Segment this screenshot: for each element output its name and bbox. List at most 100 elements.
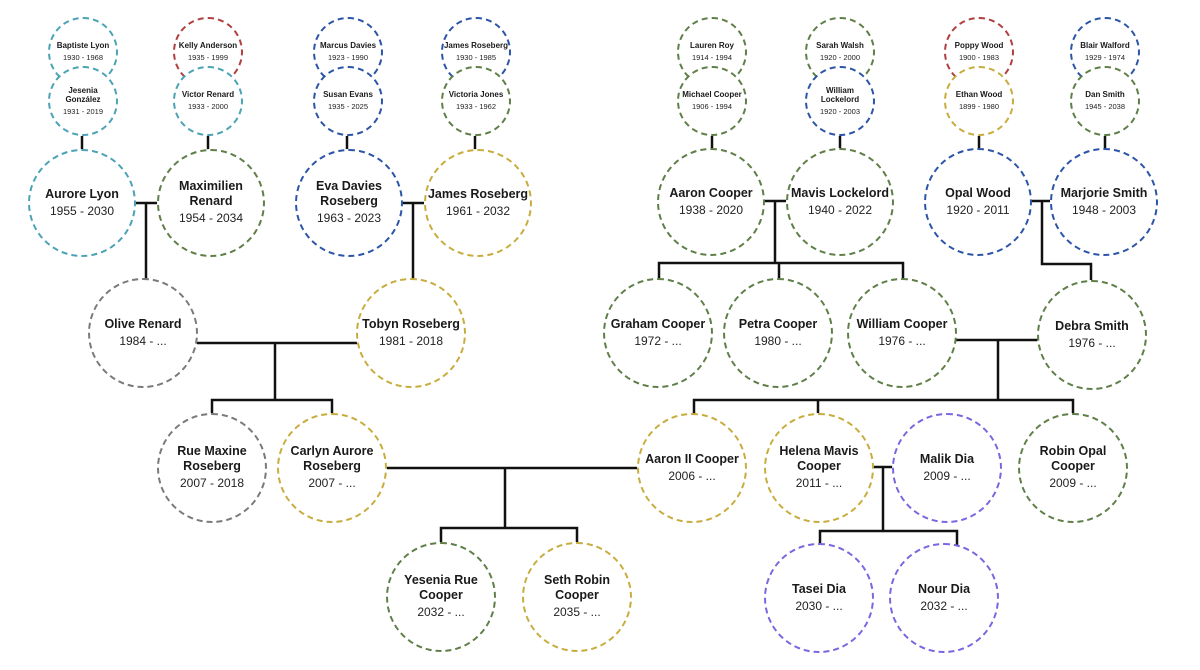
person-name: Poppy Wood xyxy=(954,41,1004,51)
person-name: Aaron II Cooper xyxy=(645,451,739,466)
person-william-lockelord[interactable]: William Lockelord 1920 - 2003 xyxy=(805,66,875,136)
couple-opal-marjorie xyxy=(1030,199,1093,282)
person-dates: 2032 - ... xyxy=(417,605,465,620)
person-dates: 2009 - ... xyxy=(1049,476,1097,491)
person-name: Lauren Roy xyxy=(689,41,734,51)
person-name: Aaron Cooper xyxy=(669,185,753,200)
person-dates: 1948 - 2003 xyxy=(1071,202,1137,217)
person-victoria-jones[interactable]: Victoria Jones 1933 - 1962 xyxy=(441,66,511,136)
couple-helena-malik xyxy=(818,465,959,548)
person-robin-opal-cooper[interactable]: Robin Opal Cooper 2009 - ... xyxy=(1018,413,1128,523)
person-name: Victor Renard xyxy=(181,90,235,100)
person-name: Mavis Lockelord xyxy=(791,185,889,200)
person-james-roseberg[interactable]: James Roseberg 1961 - 2032 xyxy=(424,149,532,257)
person-tobyn-roseberg[interactable]: Tobyn Roseberg 1981 - 2018 xyxy=(356,278,466,388)
person-tasei-dia[interactable]: Tasei Dia 2030 - ... xyxy=(764,543,874,653)
person-name: Malik Dia xyxy=(919,451,975,466)
person-dates: 2035 - ... xyxy=(553,605,601,620)
person-dates: 1980 - ... xyxy=(754,333,802,348)
person-maximilien-renard[interactable]: Maximilien Renard 1954 - 2034 xyxy=(157,149,265,257)
person-name: Baptiste Lyon xyxy=(56,41,110,51)
person-michael-cooper[interactable]: Michael Cooper 1906 - 1994 xyxy=(677,66,747,136)
person-name: Olive Renard xyxy=(104,316,182,331)
person-dates: 1930 - 1985 xyxy=(455,52,497,62)
person-graham-cooper[interactable]: Graham Cooper 1972 - ... xyxy=(603,278,713,388)
person-dates: 1920 - 2000 xyxy=(819,52,861,62)
person-name: Ethan Wood xyxy=(955,90,1003,100)
person-dates: 1984 - ... xyxy=(119,333,167,348)
person-petra-cooper[interactable]: Petra Cooper 1980 - ... xyxy=(723,278,833,388)
person-name: Rue Maxine Roseberg xyxy=(177,444,247,474)
person-susan-evans[interactable]: Susan Evans 1935 - 2025 xyxy=(313,66,383,136)
person-name: Jesenia González xyxy=(65,85,101,105)
person-eva-davies-roseberg[interactable]: Eva Davies Roseberg 1963 - 2023 xyxy=(295,149,403,257)
person-victor-renard[interactable]: Victor Renard 1933 - 2000 xyxy=(173,66,243,136)
person-name: Yesenia Rue Cooper xyxy=(404,573,478,603)
person-opal-wood[interactable]: Opal Wood 1920 - 2011 xyxy=(924,148,1032,256)
person-dates: 1955 - 2030 xyxy=(49,203,115,218)
person-dates: 1920 - 2011 xyxy=(946,202,1010,217)
person-jesenia-gonzalez[interactable]: Jesenia González 1931 - 2019 xyxy=(48,66,118,136)
person-dates: 1930 - 1968 xyxy=(62,52,104,62)
person-name: Michael Cooper xyxy=(682,90,742,100)
person-dates: 1914 - 1994 xyxy=(691,52,733,62)
person-debra-smith[interactable]: Debra Smith 1976 - ... xyxy=(1037,280,1147,390)
person-dates: 2030 - ... xyxy=(795,598,843,613)
person-name: Maximilien Renard xyxy=(179,179,243,209)
person-dates: 2007 - 2018 xyxy=(179,476,245,491)
person-dates: 1923 - 1990 xyxy=(327,52,369,62)
person-name: Marjorie Smith xyxy=(1060,185,1148,200)
couple-aaron-mavis xyxy=(657,199,905,280)
person-name: Robin Opal Cooper xyxy=(1039,444,1107,474)
person-malik-dia[interactable]: Malik Dia 2009 - ... xyxy=(892,413,1002,523)
person-name: Helena Mavis Cooper xyxy=(779,444,859,474)
person-name: Tasei Dia xyxy=(792,581,846,596)
couple-aurore-maximilien xyxy=(134,201,159,280)
person-yesenia-rue-cooper[interactable]: Yesenia Rue Cooper 2032 - ... xyxy=(386,542,496,652)
person-name: Opal Wood xyxy=(945,185,1011,200)
person-name: Seth Robin Cooper xyxy=(544,573,610,603)
couple-eva-james xyxy=(401,201,426,280)
person-olive-renard[interactable]: Olive Renard 1984 - ... xyxy=(88,278,198,388)
couple-carlyn-aaron xyxy=(385,466,639,544)
person-name: Kelly Anderson xyxy=(178,41,238,51)
person-name: Nour Dia xyxy=(917,581,971,596)
person-dates: 1954 - 2034 xyxy=(178,211,244,226)
person-name: James Roseberg xyxy=(443,41,509,51)
person-mavis-lockelord[interactable]: Mavis Lockelord 1940 - 2022 xyxy=(786,148,894,256)
person-aurore-lyon[interactable]: Aurore Lyon 1955 - 2030 xyxy=(28,149,136,257)
person-name: Victoria Jones xyxy=(448,90,504,100)
person-name: Carlyn Aurore Roseberg xyxy=(290,444,374,474)
person-helena-mavis-cooper[interactable]: Helena Mavis Cooper 2011 - ... xyxy=(764,413,874,523)
person-dates: 1945 - 2038 xyxy=(1084,101,1126,111)
person-aaron-cooper[interactable]: Aaron Cooper 1938 - 2020 xyxy=(657,148,765,256)
person-ethan-wood[interactable]: Ethan Wood 1899 - 1980 xyxy=(944,66,1014,136)
person-william-cooper[interactable]: William Cooper 1976 - ... xyxy=(847,278,957,388)
person-dates: 1976 - ... xyxy=(1068,335,1116,350)
couple-olive-tobyn xyxy=(196,341,358,415)
person-name: Graham Cooper xyxy=(610,316,706,331)
person-dates: 2007 - ... xyxy=(308,476,356,491)
person-dates: 2006 - ... xyxy=(668,468,716,483)
person-name: Sarah Walsh xyxy=(816,41,864,51)
person-seth-robin-cooper[interactable]: Seth Robin Cooper 2035 - ... xyxy=(522,542,632,652)
person-marjorie-smith[interactable]: Marjorie Smith 1948 - 2003 xyxy=(1050,148,1158,256)
person-name: William Cooper xyxy=(856,316,948,331)
person-aaron-ii-cooper[interactable]: Aaron II Cooper 2006 - ... xyxy=(637,413,747,523)
person-name: Tobyn Roseberg xyxy=(362,316,460,331)
person-dates: 1940 - 2022 xyxy=(807,202,873,217)
person-name: Aurore Lyon xyxy=(45,186,119,201)
person-carlyn-aurore-roseberg[interactable]: Carlyn Aurore Roseberg 2007 - ... xyxy=(277,413,387,523)
person-dates: 1929 - 1974 xyxy=(1084,52,1126,62)
person-dates: 1899 - 1980 xyxy=(958,101,1000,111)
person-dates: 1981 - 2018 xyxy=(378,333,444,348)
person-name: William Lockelord xyxy=(820,85,860,105)
person-dates: 1933 - 2000 xyxy=(187,101,229,111)
person-dates: 1976 - ... xyxy=(878,333,926,348)
person-dates: 1920 - 2003 xyxy=(819,106,861,116)
person-nour-dia[interactable]: Nour Dia 2032 - ... xyxy=(889,543,999,653)
person-rue-maxine-roseberg[interactable]: Rue Maxine Roseberg 2007 - 2018 xyxy=(157,413,267,523)
person-dates: 2011 - ... xyxy=(795,476,843,491)
person-name: Eva Davies Roseberg xyxy=(315,179,383,209)
person-dan-smith[interactable]: Dan Smith 1945 - 2038 xyxy=(1070,66,1140,136)
